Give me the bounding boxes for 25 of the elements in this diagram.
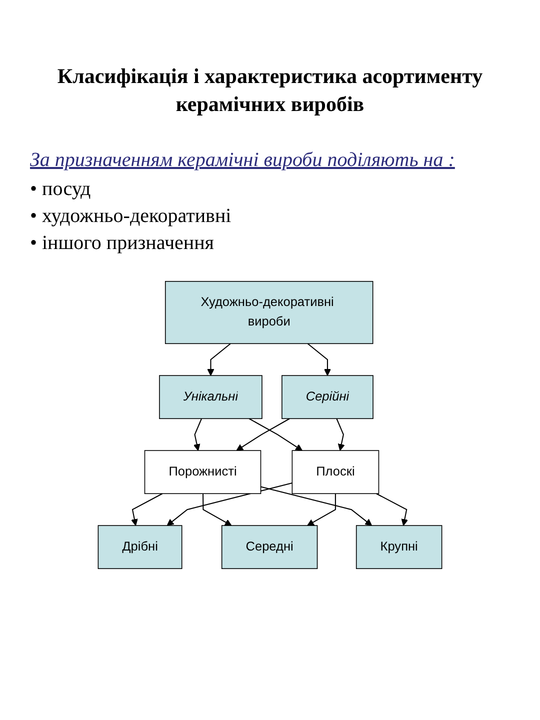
node-box: Унікальні	[159, 374, 262, 419]
arrow	[131, 492, 163, 526]
node-box: Дрібні	[98, 524, 182, 569]
bullet-item: • художньо-декоративні	[30, 204, 232, 228]
node-box: Плоскі	[292, 450, 380, 494]
arrow	[248, 418, 302, 451]
arrow	[202, 493, 232, 526]
arrow	[193, 418, 202, 451]
node-box: Художньо-декоративні вироби	[164, 280, 374, 344]
arrow	[236, 418, 290, 451]
arrow	[260, 486, 372, 526]
node-box: Середні	[221, 524, 318, 569]
arrow	[376, 492, 408, 526]
arrow	[166, 482, 292, 526]
node-box: Серійні	[282, 374, 374, 419]
bullet-item: • посуд	[30, 178, 92, 201]
intro-text: За призначенням керамічні вироби поділяють на :	[30, 148, 456, 172]
bullet-item: • іншого призначення	[30, 232, 215, 255]
arrow	[307, 342, 331, 376]
arrow	[336, 418, 345, 451]
title: Класифікація і характеристика асортименту керамічних виробів	[56, 63, 484, 118]
node-box: Порожнисті	[144, 450, 262, 494]
node-box: Крупні	[356, 524, 442, 569]
arrow	[307, 493, 336, 526]
arrow	[207, 342, 231, 376]
